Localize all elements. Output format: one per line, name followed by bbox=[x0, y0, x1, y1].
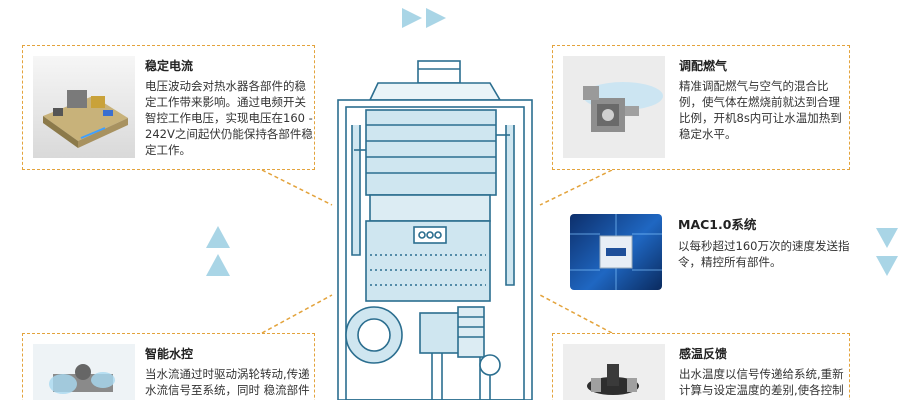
temperature-sensor-image bbox=[563, 344, 665, 400]
stable-current-text: 电压波动会对热水器各部件的稳定工作带来影响。通过电频开关智控工作电压，实现电压在… bbox=[145, 79, 313, 157]
water-control-title: 智能水控 bbox=[145, 347, 194, 361]
stable-current-card: 稳定电流 电压波动会对热水器各部件的稳定工作带来影响。通过电频开关智控工作电压，… bbox=[22, 45, 315, 170]
gas-mix-title: 调配燃气 bbox=[679, 59, 728, 73]
temp-feedback-text: 出水温度以信号传递给系统,重新计算与设定温度的差别,使各控制器再次驱动各调节 bbox=[679, 367, 844, 400]
gas-mix-card: 调配燃气 精准调配燃气与空气的混合比例，使气体在燃烧前就达到合理比例，开机8s内… bbox=[552, 45, 850, 170]
mac-text: 以每秒超过160万次的速度发送指令，精控所有部件。 bbox=[678, 239, 850, 269]
double-up-arrow-icon bbox=[206, 226, 230, 278]
double-down-arrow-icon bbox=[876, 228, 898, 278]
chip-image bbox=[570, 214, 662, 290]
temp-feedback-card: 感温反馈 出水温度以信号传递给系统,重新计算与设定温度的差别,使各控制器再次驱动… bbox=[552, 333, 850, 400]
stable-current-title: 稳定电流 bbox=[145, 59, 194, 73]
gas-mix-text: 精准调配燃气与空气的混合比例，使气体在燃烧前就达到合理比例，开机8s内可让水温加… bbox=[679, 79, 842, 141]
water-control-card: 智能水控 当水流通过时驱动涡轮转动,传递水流信号至系统，同时 稳流部件将波动的水… bbox=[22, 333, 315, 400]
temp-feedback-title: 感温反馈 bbox=[679, 347, 728, 361]
double-right-arrow-icon bbox=[402, 8, 450, 28]
water-valve-image bbox=[33, 344, 135, 400]
circuit-board-image bbox=[33, 56, 135, 158]
mac-title: MAC1.0系统 bbox=[678, 217, 757, 232]
water-control-text: 当水流通过时驱动涡轮转动,传递水流信号至系统，同时 稳流部件将波动的水压调整 bbox=[145, 367, 310, 400]
gas-valve-image bbox=[563, 56, 665, 158]
water-heater-diagram bbox=[330, 55, 540, 400]
mac-system-block: MAC1.0系统 以每秒超过160万次的速度发送指令，精控所有部件。 bbox=[570, 214, 870, 294]
